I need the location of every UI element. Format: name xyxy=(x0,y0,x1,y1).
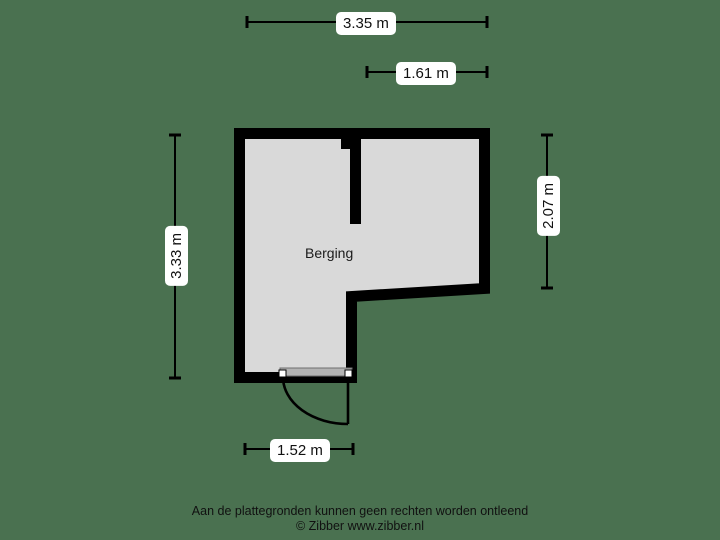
door-sill xyxy=(279,367,353,377)
dimension-label-top-inner: 1.61 m xyxy=(396,62,456,85)
dimension-label-bottom-width: 1.52 m xyxy=(270,439,330,462)
footer-disclaimer-line: Aan de plattegronden kunnen geen rechten… xyxy=(191,504,529,518)
interior-wall-stub xyxy=(350,138,361,224)
room-name-berging: Berging xyxy=(305,245,354,261)
door-jamb-left xyxy=(278,369,287,378)
dimension-label-right-height: 2.07 m xyxy=(537,176,560,236)
interior-wall-stub-notch xyxy=(341,138,350,149)
door-jamb-right xyxy=(344,369,353,378)
dimension-label-left-height: 3.33 m xyxy=(165,226,188,286)
exterior-wall-outline xyxy=(234,128,490,383)
door-swing-arc xyxy=(281,376,349,426)
footer-disclaimer: Aan de plattegronden kunnen geen rechten… xyxy=(0,504,720,534)
footer-credit-line: © Zibber www.zibber.nl xyxy=(295,519,424,533)
dimension-label-top-width: 3.35 m xyxy=(336,12,396,35)
room-floor-fill xyxy=(244,138,480,372)
